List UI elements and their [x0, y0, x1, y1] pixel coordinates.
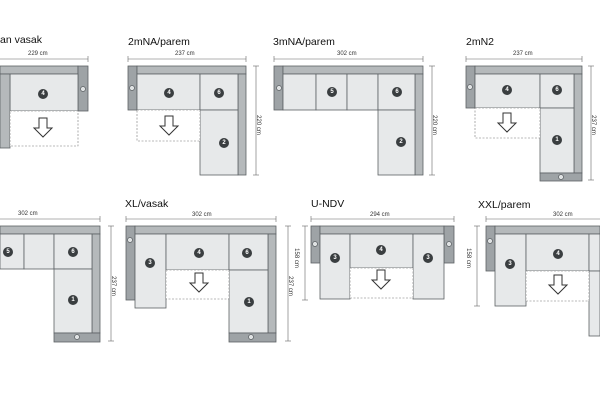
module-badge: 6 — [214, 88, 224, 98]
svg-text:6: 6 — [395, 89, 399, 95]
svg-text:2: 2 — [222, 140, 226, 146]
width-dimension: 237 cm — [175, 51, 195, 57]
module-badge: 6 — [242, 248, 252, 258]
module-badge: 4 — [194, 248, 204, 258]
svg-text:4: 4 — [556, 251, 560, 257]
config-title: an vasak — [0, 34, 43, 46]
module-badge: 3 — [423, 253, 433, 263]
config-8-layout: 3 4 — [485, 225, 600, 337]
config-3-layout: 5 6 2 — [273, 65, 424, 176]
width-dimension: 302 cm — [553, 212, 573, 218]
svg-text:2: 2 — [399, 139, 403, 145]
svg-text:4: 4 — [197, 250, 201, 256]
svg-text:6: 6 — [555, 87, 559, 93]
config-title: U-NDV — [311, 198, 345, 210]
svg-text:4: 4 — [379, 247, 383, 253]
dimension-lines-row1 — [0, 56, 594, 181]
down-arrow-icon — [188, 272, 210, 293]
down-arrow-icon — [547, 274, 569, 295]
module-badge: 2 — [219, 138, 229, 148]
module-badge: 2 — [396, 137, 406, 147]
config-4-layout: 4 6 1 — [465, 65, 583, 182]
svg-text:6: 6 — [245, 250, 249, 256]
svg-text:5: 5 — [330, 89, 334, 95]
module-badge: 6 — [392, 87, 402, 97]
config-title: 3mNA/parem — [273, 36, 335, 48]
config-5-layout: 5 6 1 — [0, 225, 101, 343]
width-dimension: 302 cm — [18, 211, 38, 217]
width-dimension: 302 cm — [337, 51, 357, 57]
svg-text:1: 1 — [247, 299, 251, 305]
module-badge: 3 — [330, 253, 340, 263]
module-badge: 4 — [502, 85, 512, 95]
svg-text:3: 3 — [426, 255, 430, 261]
width-dimension: 302 cm — [192, 212, 212, 218]
config-title: 2mNA/parem — [128, 36, 190, 48]
svg-text:6: 6 — [71, 249, 75, 255]
module-badge: 6 — [552, 85, 562, 95]
config-1-layout: 4 — [0, 65, 89, 149]
config-title: XXL/parem — [478, 199, 531, 211]
module-badge: 1 — [68, 295, 78, 305]
config-7-layout: 3 4 3 — [310, 225, 455, 300]
svg-text:4: 4 — [505, 87, 509, 93]
svg-text:3: 3 — [508, 261, 512, 267]
module-badge: 5 — [327, 87, 337, 97]
down-arrow-icon — [370, 269, 392, 290]
module-badge: 3 — [145, 258, 155, 268]
module-badge: 1 — [552, 135, 562, 145]
config-6-layout: 3 4 6 1 — [125, 225, 277, 343]
module-badge: 4 — [553, 249, 563, 259]
down-arrow-icon — [496, 112, 518, 133]
module-badge: 1 — [244, 297, 254, 307]
svg-text:5: 5 — [6, 249, 10, 255]
dimension-lines-row2 — [0, 216, 600, 342]
svg-text:3: 3 — [333, 255, 337, 261]
config-2-layout: 4 6 2 — [127, 65, 247, 176]
config-title: XL/vasak — [125, 198, 169, 210]
svg-text:1: 1 — [71, 297, 75, 303]
width-dimension: 237 cm — [513, 51, 533, 57]
svg-text:4: 4 — [41, 91, 45, 97]
down-arrow-icon — [32, 117, 54, 138]
config-title: 2mN2 — [466, 36, 495, 48]
down-arrow-icon — [158, 115, 180, 136]
module-badge: 3 — [505, 259, 515, 269]
module-badge: 4 — [38, 89, 48, 99]
module-badge: 4 — [376, 245, 386, 255]
svg-text:6: 6 — [217, 90, 221, 96]
width-dimension: 229 cm — [28, 51, 48, 57]
svg-text:1: 1 — [555, 137, 559, 143]
module-badge: 4 — [164, 88, 174, 98]
module-badge: 5 — [3, 247, 13, 257]
svg-text:3: 3 — [148, 260, 152, 266]
module-badge: 6 — [68, 247, 78, 257]
width-dimension: 294 cm — [370, 212, 390, 218]
svg-text:4: 4 — [167, 90, 171, 96]
